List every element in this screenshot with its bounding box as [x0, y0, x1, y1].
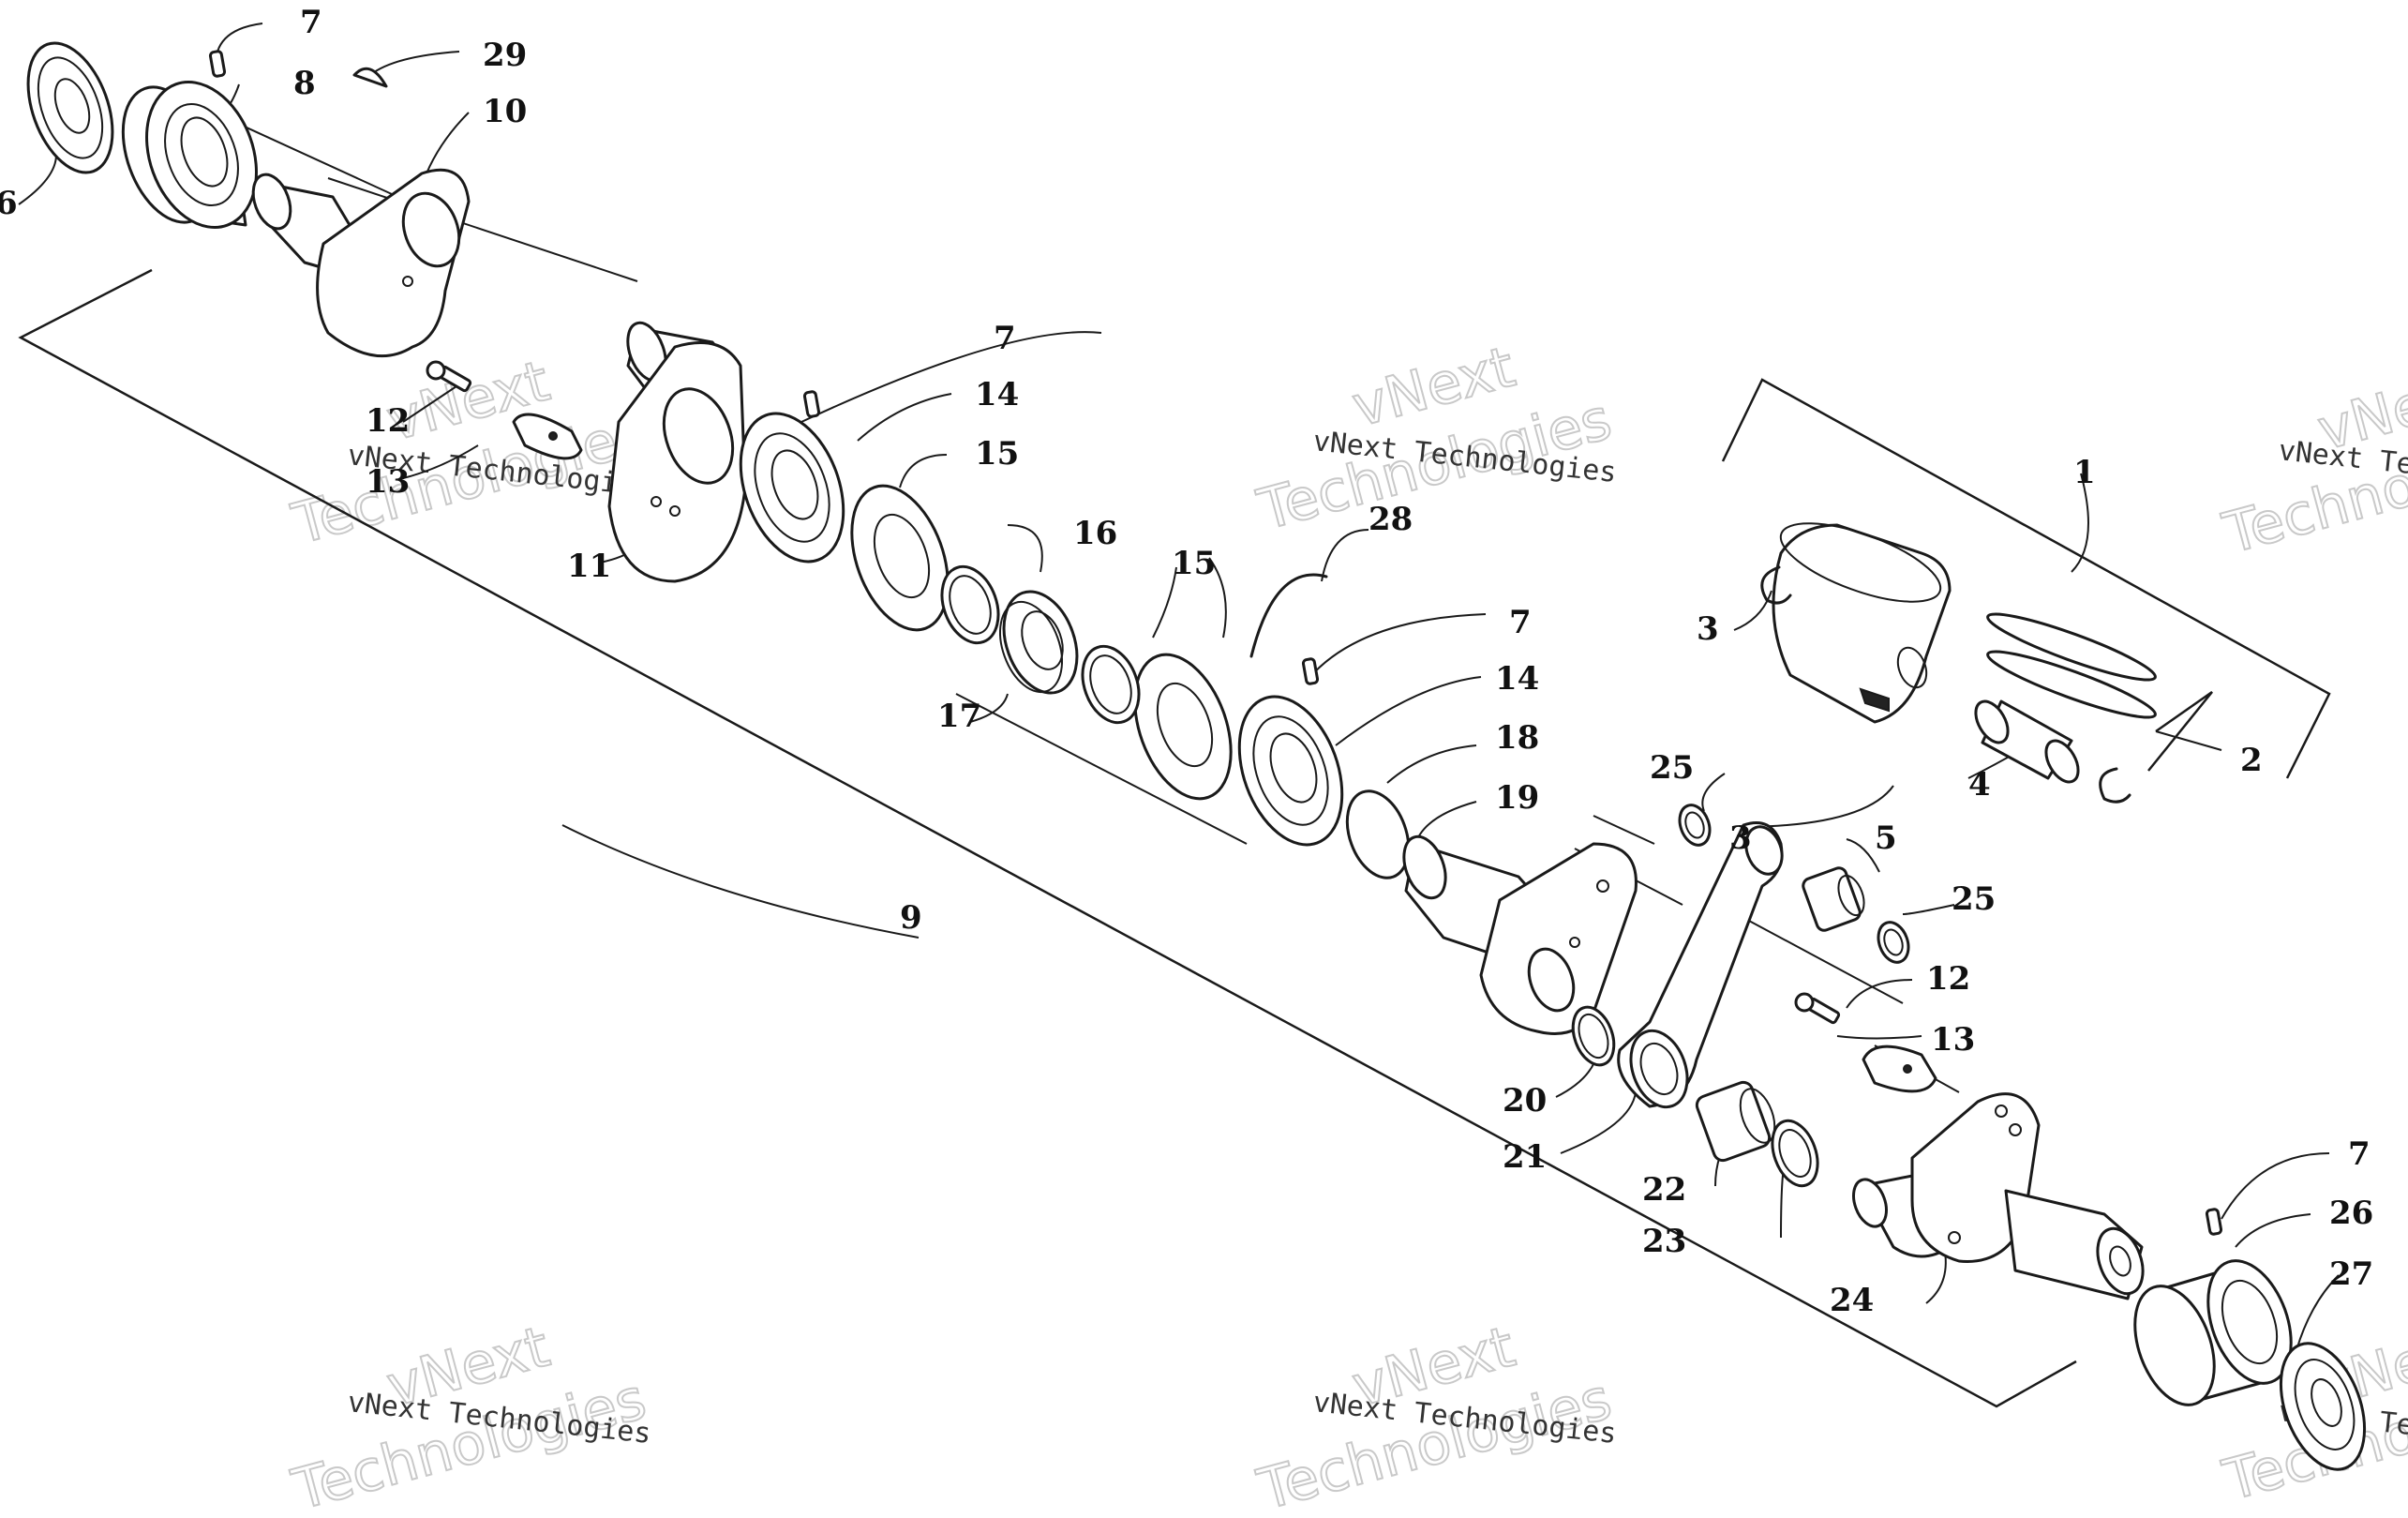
part-2-piston-ring [1986, 650, 2157, 719]
callout-14: 14 [1495, 660, 1539, 698]
callout-25: 25 [1952, 880, 1996, 918]
part-20-thrust-washer [1571, 1005, 1616, 1067]
part-7-dowel-pin [802, 390, 821, 418]
callout-7: 7 [2348, 1135, 2371, 1173]
part-24-crank-half [1852, 1092, 2145, 1300]
part-26-main-bearing [2133, 1259, 2293, 1406]
callout-7: 7 [1509, 604, 1532, 641]
part-10-crank-half [251, 168, 471, 358]
part-16-spacer-ring [940, 564, 1000, 645]
part-2-piston-ring [1986, 612, 2157, 682]
part-3-circlip [2099, 767, 2131, 804]
callout-5: 5 [1875, 819, 1897, 857]
part-17-labyrinth-seal [999, 590, 1079, 695]
callout-9: 9 [900, 899, 922, 937]
part-19-crank-half [1402, 834, 1638, 1035]
callout-16: 16 [1073, 515, 1117, 552]
callout-21: 21 [1503, 1138, 1547, 1176]
part-23-thrust-washer [1771, 1119, 1819, 1188]
part-18-o-ring [1345, 789, 1411, 879]
watermark-bottom-center: vNext Technologies vNext Technologies [1250, 1314, 1619, 1518]
bracket-piston-assembly-1 [1721, 378, 2331, 779]
callout-1: 1 [2073, 454, 2096, 491]
callout-13: 13 [366, 463, 410, 501]
callout-27: 27 [2329, 1255, 2373, 1293]
callout-3: 3 [1697, 610, 1719, 648]
callout-7: 7 [300, 4, 322, 41]
part-3-circlip [1760, 565, 1792, 605]
watermark-top-right: vNext Technologies vNext Technologies [2216, 357, 2408, 568]
part-12-screw [1794, 992, 1841, 1025]
part-8-main-bearing [121, 81, 258, 229]
callout-29: 29 [483, 37, 527, 74]
callout-28: 28 [1369, 501, 1413, 538]
bracket-crankshaft-assembly-9 [18, 268, 2077, 1408]
part-13-balance-plate [1862, 1045, 1937, 1093]
callout-12: 12 [1926, 960, 1970, 998]
part-15-seal [850, 484, 950, 632]
part-11-crank-half [607, 321, 747, 583]
bracket-ring-set-2 [2147, 690, 2213, 772]
watermark-bottom-left: vNext Technologies vNext Technologies [285, 1314, 653, 1518]
callout-6: 6 [0, 185, 18, 222]
callout-15: 15 [1172, 545, 1216, 582]
watermark-group: vNext Technologies vNext Technologies vN… [285, 334, 2408, 1518]
callout-2: 2 [2240, 742, 2263, 779]
callout-3: 3 [1729, 819, 1752, 857]
part-27-oil-seal [2279, 1342, 2367, 1471]
callout-14: 14 [975, 376, 1019, 413]
callout-22: 22 [1642, 1171, 1686, 1209]
part-13-balance-plate [512, 413, 583, 460]
callout-25: 25 [1650, 749, 1694, 787]
part-22-needle-bearing [1695, 1080, 1776, 1163]
part-21-connecting-rod [1617, 821, 1784, 1109]
part-14-main-bearing [1237, 695, 1344, 847]
callout-23: 23 [1642, 1223, 1686, 1260]
part-7-dowel-pin [2205, 1208, 2223, 1236]
callout-20: 20 [1503, 1082, 1547, 1120]
callout-12: 12 [366, 402, 410, 440]
callout-24: 24 [1830, 1282, 1874, 1319]
callout-7: 7 [994, 320, 1016, 357]
part-14-main-bearing [739, 412, 845, 564]
part-15-seal [1133, 653, 1233, 801]
part-25-washer [1678, 804, 1712, 847]
part-28-circlip [1249, 573, 1328, 658]
part-5-needle-bearing [1802, 866, 1865, 932]
part-29-woodruff-key [352, 67, 388, 88]
part-25-washer [1877, 921, 1910, 964]
callout-18: 18 [1495, 719, 1539, 757]
part-7-dowel-pin [208, 50, 227, 78]
part-6-oil-seal [26, 41, 114, 174]
part-12-screw [426, 360, 472, 393]
callout-11: 11 [567, 548, 611, 585]
callout-labels: 1 2 3 3 4 5 6 7 7 7 7 8 9 10 11 12 12 13… [0, 4, 2373, 1319]
callout-8: 8 [293, 65, 316, 102]
part-4-piston-pin [1974, 699, 2080, 784]
callout-26: 26 [2329, 1195, 2373, 1232]
part-1-piston [1772, 522, 1952, 724]
callout-4: 4 [1968, 766, 1991, 804]
callout-19: 19 [1495, 779, 1539, 817]
callout-15: 15 [975, 435, 1019, 473]
callout-10: 10 [483, 93, 527, 130]
watermark-top-center: vNext Technologies vNext Technologies [1250, 334, 1619, 545]
part-16-spacer-ring [1081, 644, 1141, 725]
callout-13: 13 [1931, 1021, 1975, 1059]
part-7-dowel-pin [1301, 657, 1320, 685]
callout-17: 17 [937, 698, 981, 735]
